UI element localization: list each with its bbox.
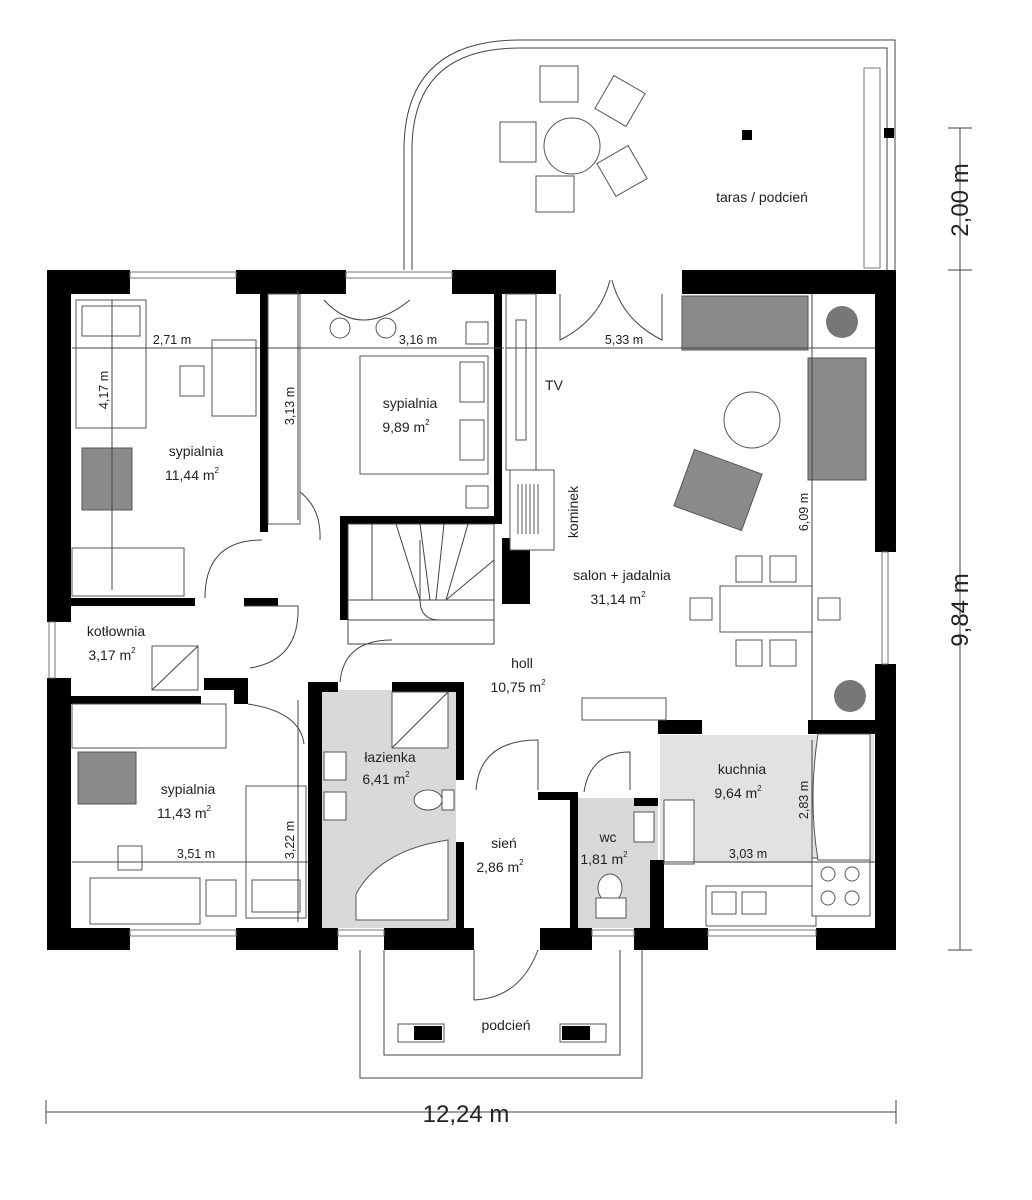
hall-name: holl bbox=[511, 655, 533, 671]
boiler-area: 3,17 m2 bbox=[88, 646, 136, 663]
wc-name: wc bbox=[598, 829, 616, 845]
windows bbox=[48, 271, 889, 937]
wc-area: 1,81 m2 bbox=[580, 850, 628, 867]
boiler-name: kotłownia bbox=[87, 623, 146, 639]
bedroom1-area: 11,44 m2 bbox=[165, 466, 220, 483]
vestibule-area: 2,86 m2 bbox=[476, 858, 524, 875]
dim-609: 6,09 m bbox=[797, 493, 811, 531]
dim-terrace-depth: 2,00 m bbox=[947, 163, 974, 236]
kitchen-name: kuchnia bbox=[718, 761, 766, 777]
kitchen-fixtures bbox=[581, 697, 871, 927]
dim-271: 2,71 m bbox=[153, 333, 191, 347]
porch-name: podcień bbox=[481, 1017, 530, 1033]
dim-322: 3,22 m bbox=[283, 821, 297, 859]
bedroom3-name: sypialnia bbox=[161, 781, 216, 797]
bedroom2-area: 9,89 m2 bbox=[382, 418, 430, 435]
kitchen-area: 9,64 m2 bbox=[714, 784, 762, 801]
dim-316: 3,16 m bbox=[399, 333, 437, 347]
bathroom-name: łazienka bbox=[364, 749, 416, 765]
dim-417: 4,17 m bbox=[97, 371, 111, 409]
terrace-name: taras / podcień bbox=[716, 189, 808, 205]
walls bbox=[47, 270, 896, 950]
porch-outline bbox=[359, 950, 643, 1079]
doors bbox=[204, 279, 663, 1001]
living-furniture bbox=[673, 295, 867, 712]
terrace-outline bbox=[403, 39, 896, 270]
dimension-lines bbox=[45, 127, 972, 1124]
bedroom3-furniture bbox=[71, 703, 307, 925]
staircase bbox=[347, 523, 495, 645]
vestibule-name: sień bbox=[491, 835, 517, 851]
plant-icon bbox=[826, 306, 858, 338]
bedroom2-name: sypialnia bbox=[383, 395, 438, 411]
bedroom3-area: 11,43 m2 bbox=[157, 804, 212, 821]
wc-fixtures bbox=[595, 811, 655, 919]
fireplace-label: kominek bbox=[565, 485, 581, 538]
bedroom1-name: sypialnia bbox=[169, 443, 224, 459]
living-area: 31,14 m2 bbox=[590, 590, 646, 607]
terrace-furniture bbox=[499, 65, 648, 213]
dim-total-depth: 9,84 m bbox=[947, 573, 974, 646]
fireplace bbox=[505, 293, 555, 551]
bedroom2-furniture bbox=[267, 293, 489, 525]
tv-label: TV bbox=[545, 377, 564, 393]
bedroom1-furniture bbox=[71, 299, 257, 597]
hall-area: 10,75 m2 bbox=[490, 678, 546, 695]
room-labels: sypialnia 11,44 m2 sypialnia 9,89 m2 kot… bbox=[87, 189, 808, 1033]
dim-533: 5,33 m bbox=[605, 333, 643, 347]
dimension-labels: 2,71 m 4,17 m 3,16 m 3,13 m 5,33 m 6,09 … bbox=[97, 163, 974, 1128]
dim-total-width: 12,24 m bbox=[423, 1101, 510, 1128]
plant-icon bbox=[834, 680, 866, 712]
dim-303: 3,03 m bbox=[729, 847, 767, 861]
bathroom-area: 6,41 m2 bbox=[362, 770, 410, 787]
boiler-room-furniture bbox=[151, 645, 199, 691]
dim-313: 3,13 m bbox=[283, 387, 297, 425]
dim-351: 3,51 m bbox=[177, 847, 215, 861]
dim-283: 2,83 m bbox=[797, 781, 811, 819]
living-name: salon + jadalnia bbox=[573, 567, 671, 583]
bathroom-fixtures bbox=[323, 691, 455, 921]
